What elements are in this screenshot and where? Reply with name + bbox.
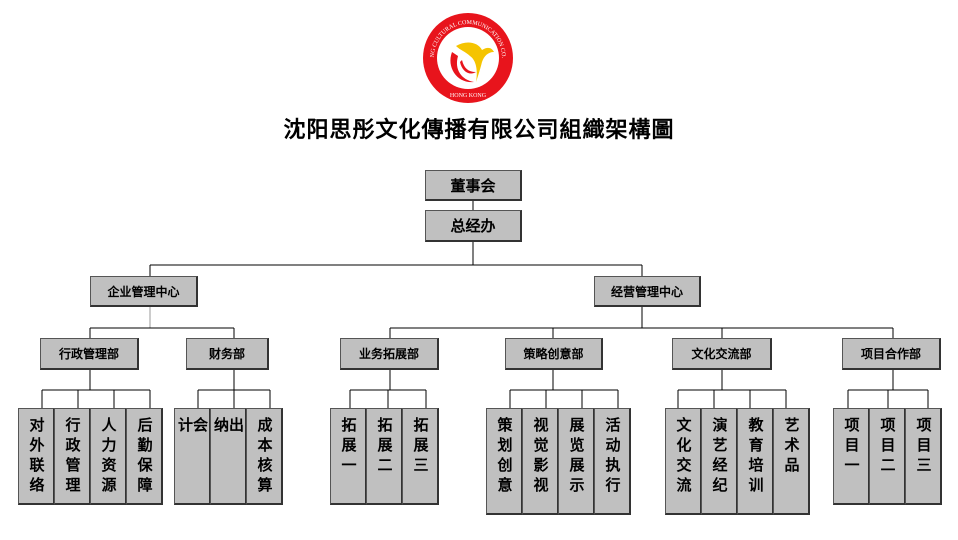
unit-box[interactable]: 文化交流: [665, 408, 702, 515]
board-box[interactable]: 董事会: [425, 170, 522, 201]
unit-label: 拓展三: [411, 417, 430, 477]
unit-label: 艺术品: [782, 417, 801, 477]
unit-box[interactable]: 教育培训: [737, 408, 774, 515]
unit-box[interactable]: 对外联络: [18, 408, 55, 505]
unit-label: 拓展二: [375, 417, 394, 477]
unit-box[interactable]: 会计: [174, 408, 211, 505]
unit-label: 行政管理: [63, 417, 82, 497]
unit-label: 拓展一: [339, 417, 358, 477]
unit-box[interactable]: 项目三: [905, 408, 942, 505]
unit-box[interactable]: 拓展一: [330, 408, 367, 505]
unit-label: 展览展示: [567, 417, 586, 497]
unit-label: 活动执行: [603, 417, 622, 497]
unit-box[interactable]: 拓展二: [366, 408, 403, 505]
unit-box[interactable]: 成本核算: [246, 408, 283, 505]
strategy-creative-dept-box[interactable]: 策略创意部: [505, 338, 603, 370]
unit-box[interactable]: 演艺经纪: [701, 408, 738, 515]
unit-box[interactable]: 后勤保障: [126, 408, 163, 505]
general-office-box[interactable]: 总经办: [425, 210, 522, 242]
unit-label: 后勤保障: [135, 417, 154, 497]
unit-box[interactable]: 拓展三: [402, 408, 439, 505]
unit-label: 文化交流: [674, 417, 693, 497]
unit-label: 会计: [176, 417, 209, 476]
unit-label: 出纳: [212, 417, 245, 476]
business-dev-dept-box[interactable]: 业务拓展部: [340, 338, 439, 370]
company-logo: SITONG CULTURAL COMMUNICATION CO.,LTD HO…: [422, 12, 513, 103]
unit-label: 成本核算: [255, 417, 274, 497]
unit-label: 策划创意: [495, 417, 514, 497]
unit-label: 项目一: [842, 417, 861, 477]
unit-box[interactable]: 展览展示: [558, 408, 595, 515]
unit-label: 视觉影视: [531, 417, 550, 497]
unit-box[interactable]: 策划创意: [486, 408, 523, 515]
unit-box[interactable]: 项目一: [833, 408, 870, 505]
unit-label: 对外联络: [27, 417, 46, 497]
unit-label: 演艺经纪: [710, 417, 729, 497]
unit-box[interactable]: 人力资源: [90, 408, 127, 505]
chart-title: 沈阳思彤文化傳播有限公司組織架構圖: [283, 118, 675, 143]
finance-dept-box[interactable]: 财务部: [186, 338, 269, 370]
project-cooperation-dept-box[interactable]: 项目合作部: [842, 338, 941, 370]
unit-box[interactable]: 行政管理: [54, 408, 91, 505]
unit-box[interactable]: 出纳: [210, 408, 247, 505]
unit-box[interactable]: 视觉影视: [522, 408, 559, 515]
enterprise-management-center-box[interactable]: 企业管理中心: [90, 276, 198, 307]
unit-box[interactable]: 艺术品: [773, 408, 810, 515]
unit-box[interactable]: 活动执行: [594, 408, 631, 515]
operations-management-center-box[interactable]: 经营管理中心: [594, 276, 701, 307]
unit-label: 人力资源: [99, 417, 118, 497]
unit-label: 项目三: [914, 417, 933, 477]
admin-dept-box[interactable]: 行政管理部: [40, 338, 139, 370]
svg-text:HONG KONG: HONG KONG: [450, 93, 487, 99]
unit-label: 项目二: [878, 417, 897, 477]
cultural-exchange-dept-box[interactable]: 文化交流部: [672, 338, 772, 370]
unit-label: 教育培训: [746, 417, 765, 497]
unit-box[interactable]: 项目二: [869, 408, 906, 505]
